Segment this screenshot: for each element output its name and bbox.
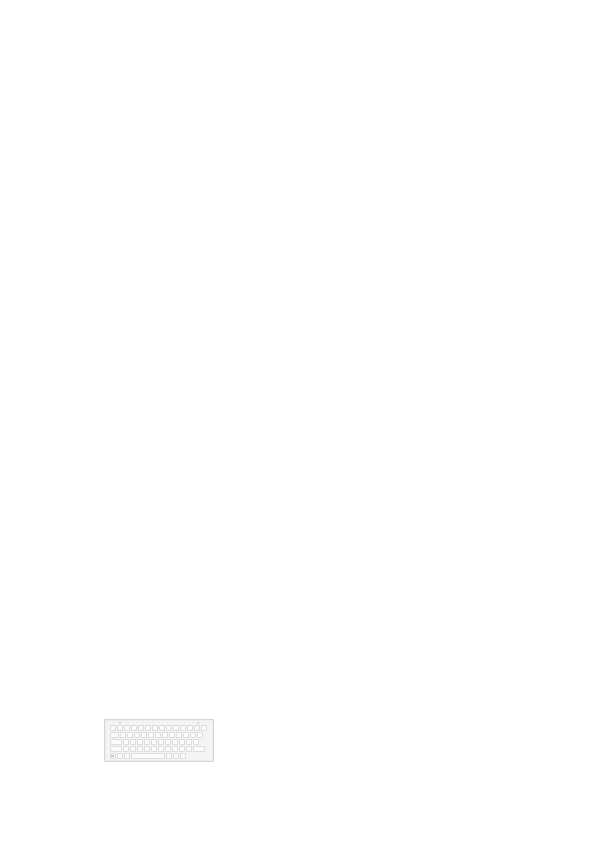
keyboard-key: [151, 746, 157, 752]
keyboard-key: [144, 739, 150, 745]
keyboard-key: [123, 739, 129, 745]
keyboard-key: [134, 732, 140, 738]
keyboard-row: [110, 732, 210, 738]
keyboard-key: [194, 725, 200, 731]
keyboard-key: [180, 725, 186, 731]
keyboard-key: [144, 746, 150, 752]
keyboard-key: [173, 753, 179, 759]
keyboard-key: [148, 732, 154, 738]
indicator-light-icon: [119, 722, 121, 724]
keyboard-row: [110, 739, 210, 745]
keyboard-key: [124, 753, 130, 759]
keyboard-key: [152, 725, 158, 731]
keyboard-key: [137, 746, 143, 752]
keyboard-key: [117, 753, 123, 759]
keyboard-key: [158, 746, 164, 752]
keyboard-row: [110, 725, 210, 731]
keyboard-key: [123, 746, 129, 752]
keyboard-key: [180, 753, 186, 759]
keyboard-key: [186, 739, 192, 745]
keyboard-key: [179, 746, 185, 752]
indicator-light-icon: [197, 722, 199, 724]
keyboard-key: [165, 746, 171, 752]
keyboard-row: [110, 746, 210, 752]
keyboard-key: [187, 725, 193, 731]
keyboard-key: [176, 732, 182, 738]
keyboard-icon: [104, 719, 214, 762]
keyboard-key: [145, 725, 151, 731]
keyboard-key: [172, 739, 178, 745]
keyboard-brand-label: [111, 755, 115, 758]
keyboard-key: [120, 732, 126, 738]
keyboard-key: [159, 725, 165, 731]
keyboard-key: [124, 725, 130, 731]
keyboard-key: [162, 732, 168, 738]
keyboard-key: [130, 746, 136, 752]
keyboard-key: [193, 739, 199, 745]
keyboard-key: [137, 739, 143, 745]
keyboard-key: [197, 732, 203, 738]
keyboard-key-rows: [110, 725, 210, 760]
keyboard-key: [190, 732, 196, 738]
keyboard-row: [110, 753, 210, 759]
keyboard-key: [110, 739, 122, 745]
keyboard-key: [166, 753, 172, 759]
keyboard-key: [117, 725, 123, 731]
keyboard-key: [141, 732, 147, 738]
keyboard-key: [172, 746, 178, 752]
keyboard-key: [151, 739, 157, 745]
keyboard-key: [169, 732, 175, 738]
keyboard-key: [173, 725, 179, 731]
keyboard-key: [131, 753, 165, 759]
keyboard-key: [110, 746, 122, 752]
keyboard-key: [110, 732, 119, 738]
keyboard-key: [138, 725, 144, 731]
keyboard-key: [127, 732, 133, 738]
brand-logo-icon: [111, 755, 114, 758]
keyboard-key: [186, 746, 192, 752]
keyboard-key: [193, 746, 205, 752]
keyboard-key: [155, 732, 161, 738]
keyboard-key: [166, 725, 172, 731]
keyboard-key: [130, 739, 136, 745]
keyboard-key: [165, 739, 171, 745]
keyboard-key: [131, 725, 137, 731]
keyboard-key: [158, 739, 164, 745]
keyboard-key: [183, 732, 189, 738]
keyboard-key: [201, 725, 207, 731]
keyboard-key: [179, 739, 185, 745]
keyboard-key: [110, 725, 116, 731]
